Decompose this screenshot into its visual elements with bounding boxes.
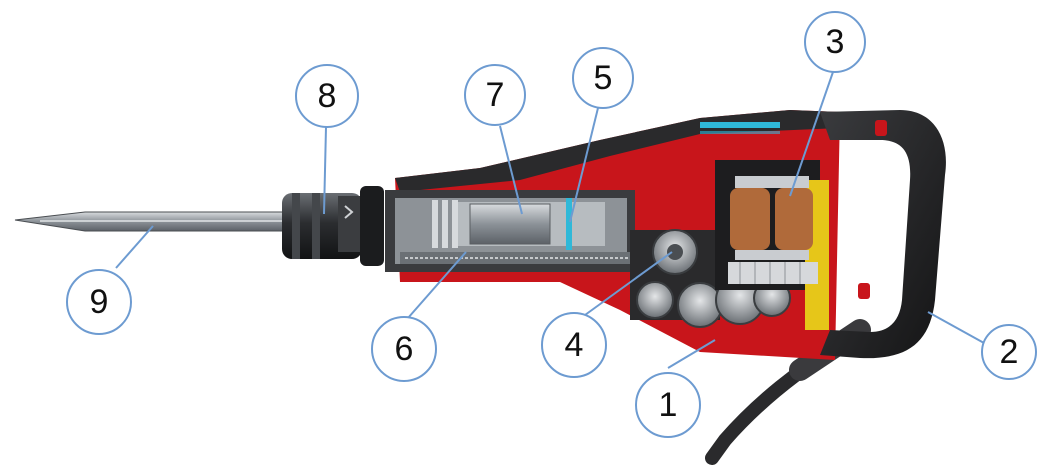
callout-9-label: 9 [90,283,109,321]
callout-6-label: 6 [395,330,414,368]
callouts: 1 2 3 4 5 6 7 8 [66,11,1037,438]
leader-line-1 [667,339,716,369]
leader-line-6 [407,251,467,319]
leader-line-4 [584,251,673,316]
callout-2-label: 2 [1000,333,1019,371]
callout-2: 2 [981,324,1037,380]
leader-line-2 [927,311,985,344]
callout-7: 7 [464,64,526,126]
callout-8: 8 [295,64,359,128]
leader-line-3 [789,71,834,197]
callout-4-label: 4 [565,326,584,364]
callout-7-label: 7 [486,76,505,114]
callout-3-label: 3 [826,23,845,61]
callout-3: 3 [804,11,866,73]
leader-line-9 [115,225,154,269]
callout-5-label: 5 [594,59,613,97]
callout-1: 1 [635,372,701,438]
callout-8-label: 8 [318,77,337,115]
motor-cutaway [715,160,829,330]
callout-5: 5 [572,47,634,109]
leader-line-7 [499,125,523,215]
leader-line-8 [323,126,327,215]
tool-holder-chuck [282,186,384,266]
callout-6: 6 [371,316,437,382]
callout-4: 4 [541,312,607,378]
rear-handle [820,110,946,359]
callout-1-label: 1 [659,386,678,424]
callout-9: 9 [66,269,132,335]
leader-lines [115,71,985,369]
barrel-cutaway [385,190,640,272]
leader-line-5 [569,107,599,223]
